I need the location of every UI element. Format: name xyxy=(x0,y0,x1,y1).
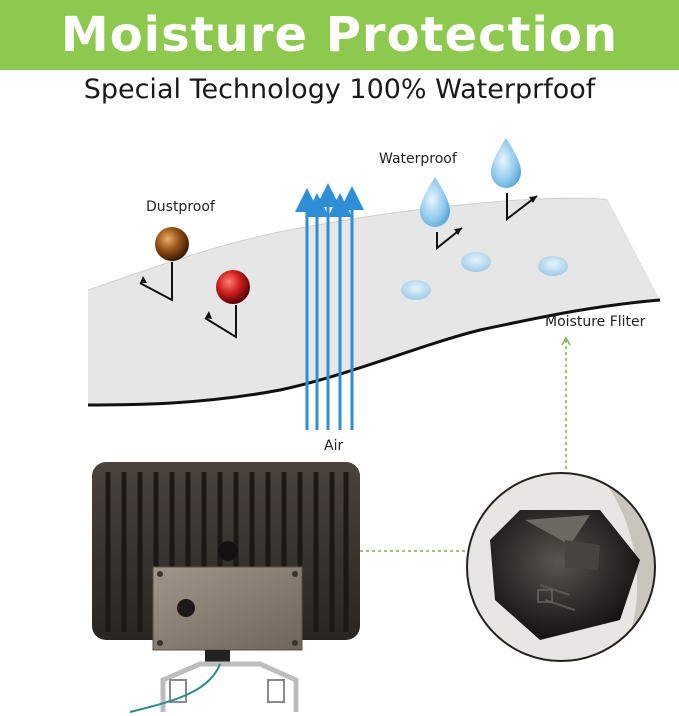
dust-particles xyxy=(139,227,250,339)
floodlight-back xyxy=(92,462,360,713)
water-drops xyxy=(401,138,568,300)
dustproof-label: Dustproof xyxy=(146,199,215,215)
banner-title: Moisture Protection xyxy=(60,7,619,63)
photocell-sensor xyxy=(177,599,195,617)
water-droplet-icon xyxy=(538,256,568,276)
moisture-filter-label: Moisture Fliter xyxy=(545,314,646,330)
junction-plate xyxy=(152,566,303,651)
water-droplet-icon xyxy=(461,252,491,272)
mount-bracket xyxy=(160,661,299,712)
water-droplet-icon xyxy=(401,280,431,300)
dust-particle-icon xyxy=(155,227,189,261)
red-particle-icon xyxy=(216,270,250,304)
waterproof-label: Waterproof xyxy=(379,151,457,167)
membrane-filter xyxy=(87,197,661,407)
air-label: Air xyxy=(324,438,344,454)
water-drop-icon xyxy=(420,177,450,227)
breather-valve xyxy=(218,541,238,561)
water-drop-icon xyxy=(491,138,521,188)
title-banner: Moisture Protection xyxy=(0,0,679,70)
moisture-filter-zoom xyxy=(466,472,656,662)
subtitle: Special Technology 100% Waterprfoof xyxy=(83,74,596,105)
air-flow-arrows xyxy=(295,183,364,430)
